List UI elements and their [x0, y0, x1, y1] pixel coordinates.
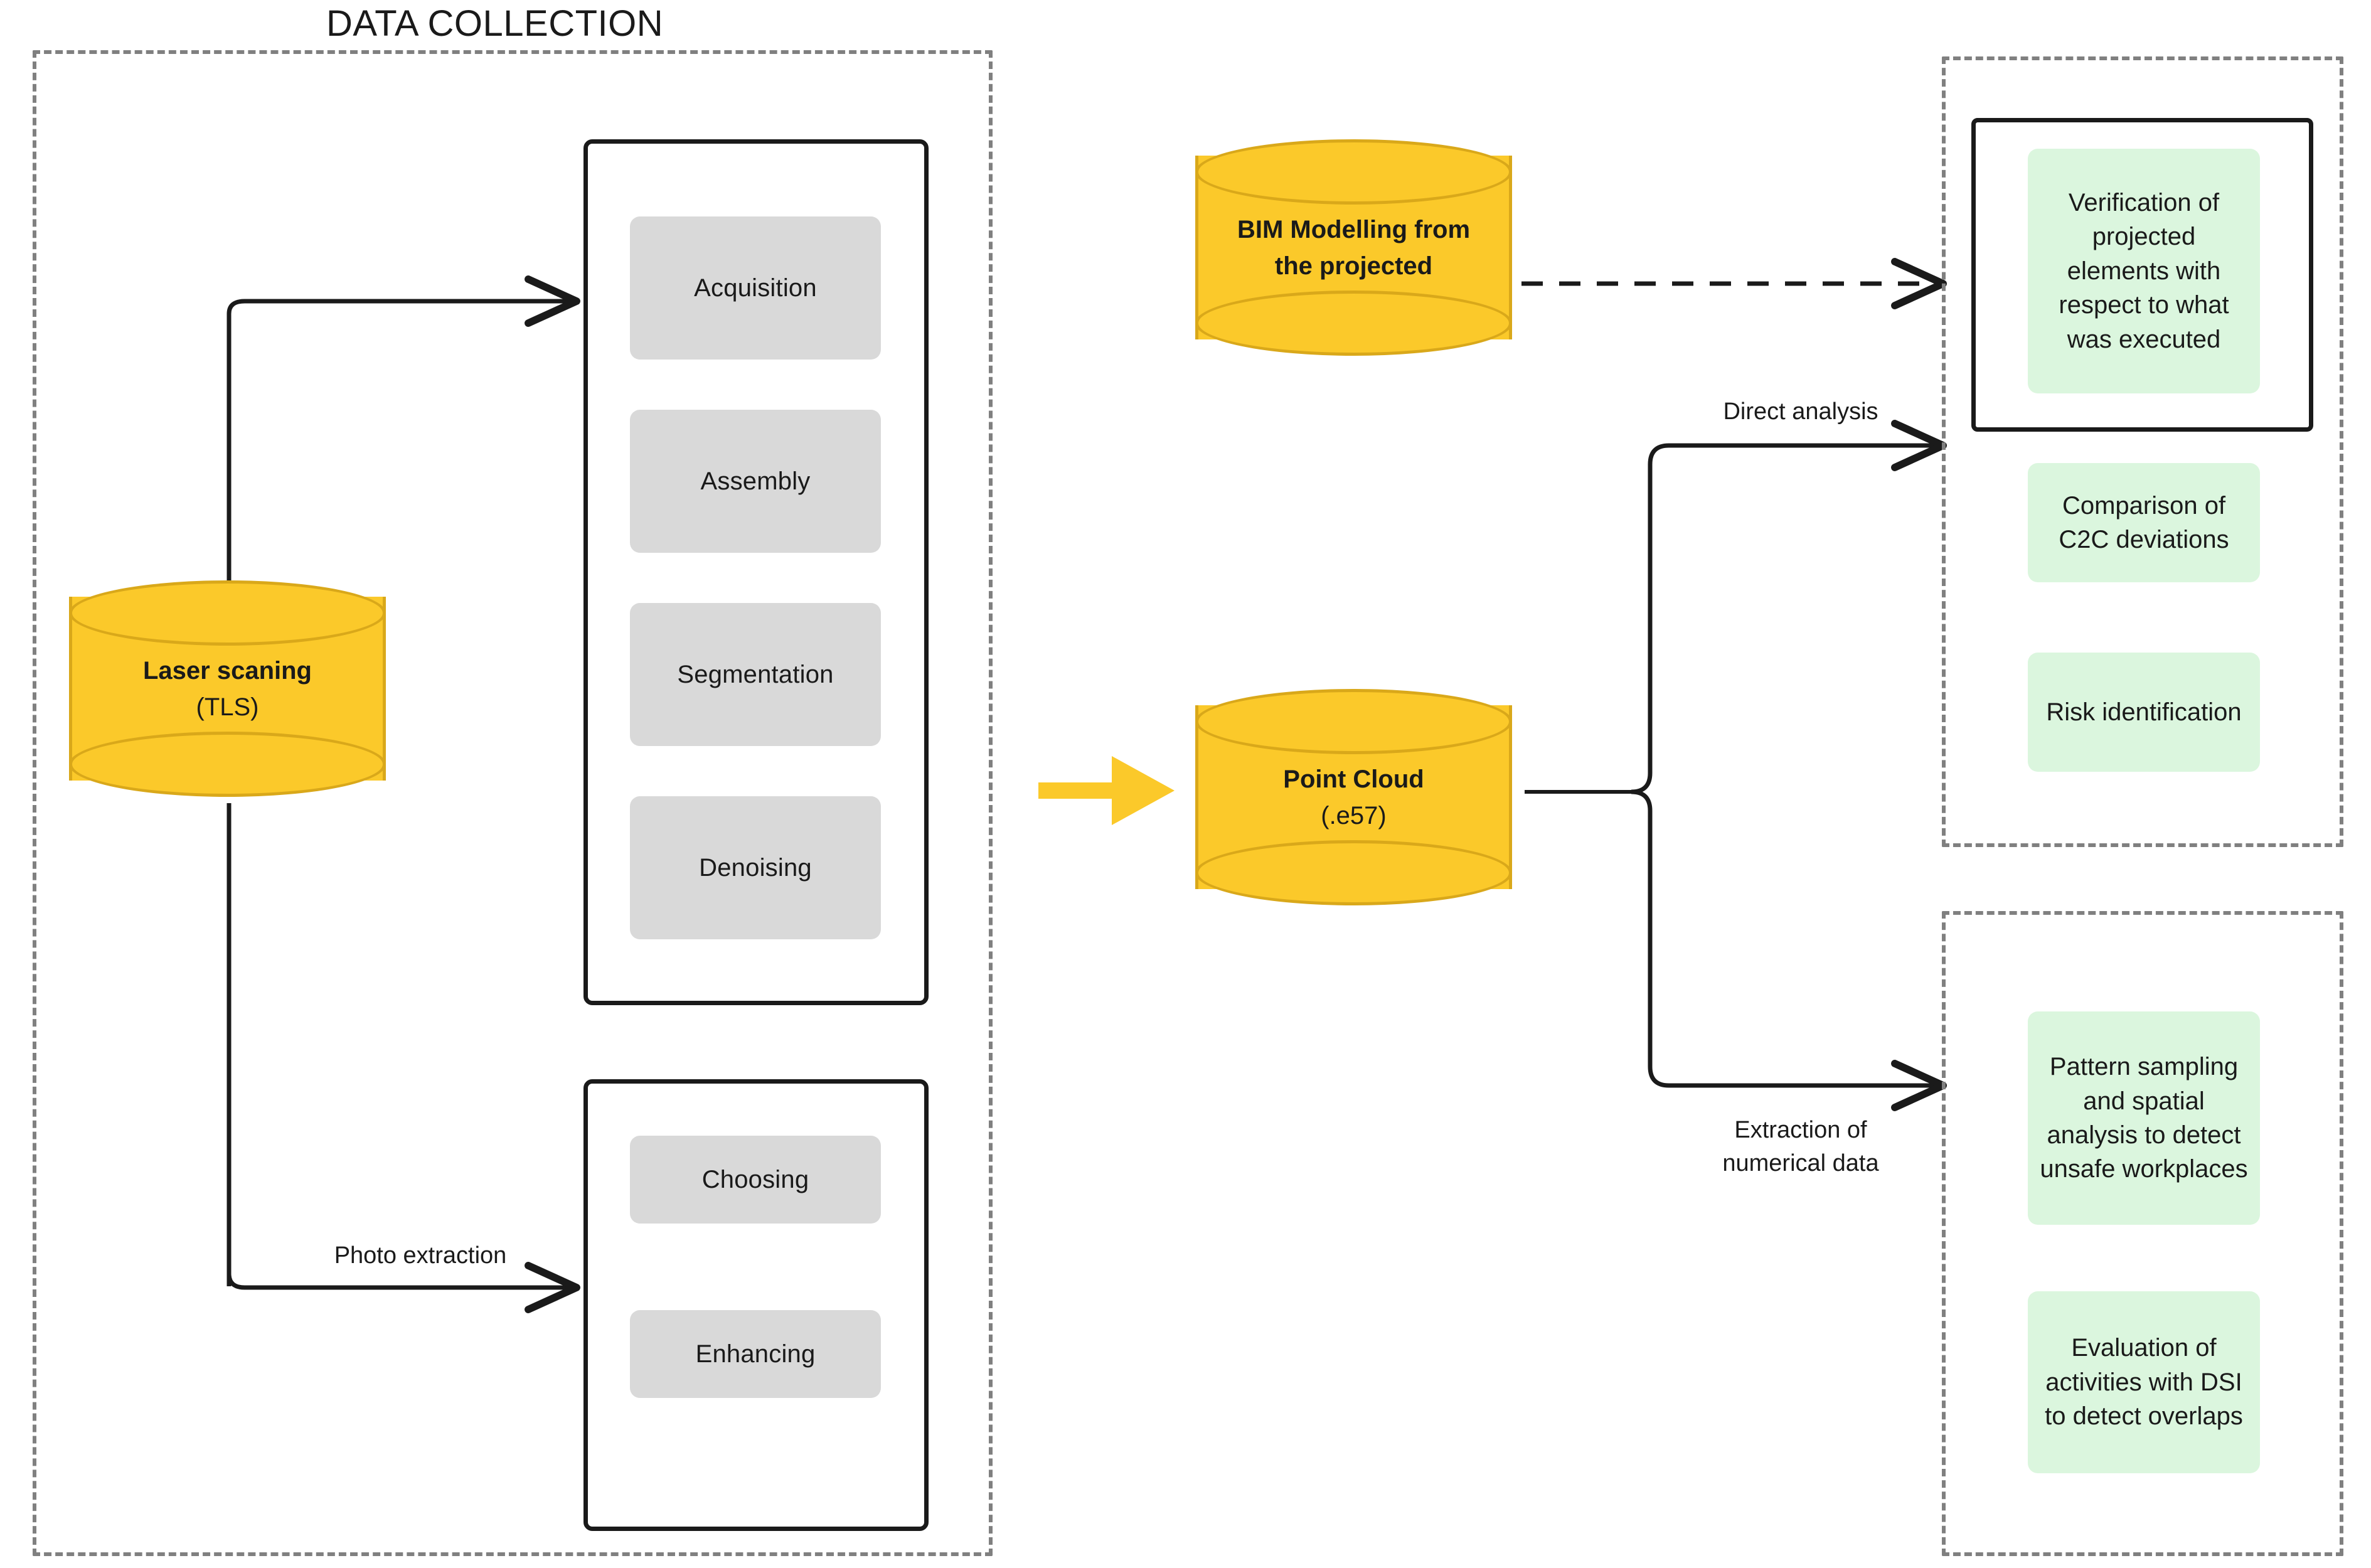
edge-label-photo-extraction: Photo extraction [334, 1242, 507, 1269]
output-card-risk-identification-label: Risk identification [2046, 698, 2242, 726]
group-outputs-bottom [1942, 911, 2343, 1556]
wire-pointcloud-extraction [1631, 789, 1947, 1111]
step-segmentation-label: Segmentation [677, 660, 834, 688]
step-choosing[interactable]: Choosing [630, 1136, 881, 1224]
cylinder-top-ellipse [1195, 139, 1512, 205]
output-card-dsi-evaluation[interactable]: Evaluation of activities with DSI to det… [2028, 1291, 2260, 1473]
step-segmentation[interactable]: Segmentation [630, 603, 881, 746]
output-card-verification-label: Verification of projected elements with … [2059, 189, 2229, 353]
output-card-dsi-evaluation-label: Evaluation of activities with DSI to det… [2045, 1334, 2243, 1431]
step-acquisition-label: Acquisition [694, 274, 817, 302]
step-acquisition[interactable]: Acquisition [630, 216, 881, 360]
edge-label-direct-analysis: Direct analysis [1723, 398, 1878, 425]
output-card-risk-identification[interactable]: Risk identification [2028, 653, 2260, 772]
output-card-c2c-deviations[interactable]: Comparison of C2C deviations [2028, 463, 2260, 582]
cylinder-point-cloud-label: Point Cloud (.e57) [1208, 761, 1500, 834]
step-denoising[interactable]: Denoising [630, 796, 881, 939]
cylinder-top-ellipse [69, 580, 386, 646]
laser-scanning-line2: (TLS) [196, 693, 259, 721]
step-enhancing[interactable]: Enhancing [630, 1310, 881, 1398]
point-cloud-line2: (.e57) [1321, 801, 1387, 829]
step-denoising-label: Denoising [699, 853, 812, 882]
step-assembly-label: Assembly [700, 467, 811, 495]
edge-label-extraction-numerical-data: Extraction of numerical data [1722, 1117, 1879, 1177]
bim-line2: the projected [1274, 252, 1433, 280]
output-card-pattern-sampling-label: Pattern sampling and spatial analysis to… [2040, 1053, 2248, 1183]
cylinder-bottom-ellipse [1195, 291, 1512, 356]
step-choosing-label: Choosing [701, 1165, 809, 1193]
cylinder-point-cloud: Point Cloud (.e57) [1195, 689, 1512, 905]
cylinder-bottom-ellipse [69, 732, 386, 797]
group-outputs-top [1942, 56, 2343, 847]
output-card-verification[interactable]: Verification of projected elements with … [2028, 149, 2260, 393]
cylinder-bim-modelling: BIM Modelling from the projected [1195, 139, 1512, 356]
step-assembly[interactable]: Assembly [630, 410, 881, 553]
output-card-pattern-sampling[interactable]: Pattern sampling and spatial analysis to… [2028, 1011, 2260, 1225]
cylinder-bim-label: BIM Modelling from the projected [1208, 211, 1500, 284]
wire-pointcloud-direct-analysis [1631, 420, 1947, 794]
group-data-collection [33, 50, 993, 1556]
cylinder-top-ellipse [1195, 689, 1512, 754]
cylinder-bottom-ellipse [1195, 840, 1512, 905]
cylinder-laser-scanning-label: Laser scaning (TLS) [82, 653, 373, 725]
cylinder-laser-scanning: Laser scaning (TLS) [69, 580, 386, 797]
laser-scanning-line1: Laser scaning [142, 656, 312, 685]
step-enhancing-label: Enhancing [695, 1340, 816, 1368]
bim-line1: BIM Modelling from [1237, 215, 1471, 243]
section-title-data-collection: DATA COLLECTION [326, 3, 664, 44]
point-cloud-line1: Point Cloud [1283, 765, 1424, 793]
yellow-transfer-arrow [1038, 756, 1175, 825]
output-card-c2c-deviations-label: Comparison of C2C deviations [2059, 491, 2229, 553]
